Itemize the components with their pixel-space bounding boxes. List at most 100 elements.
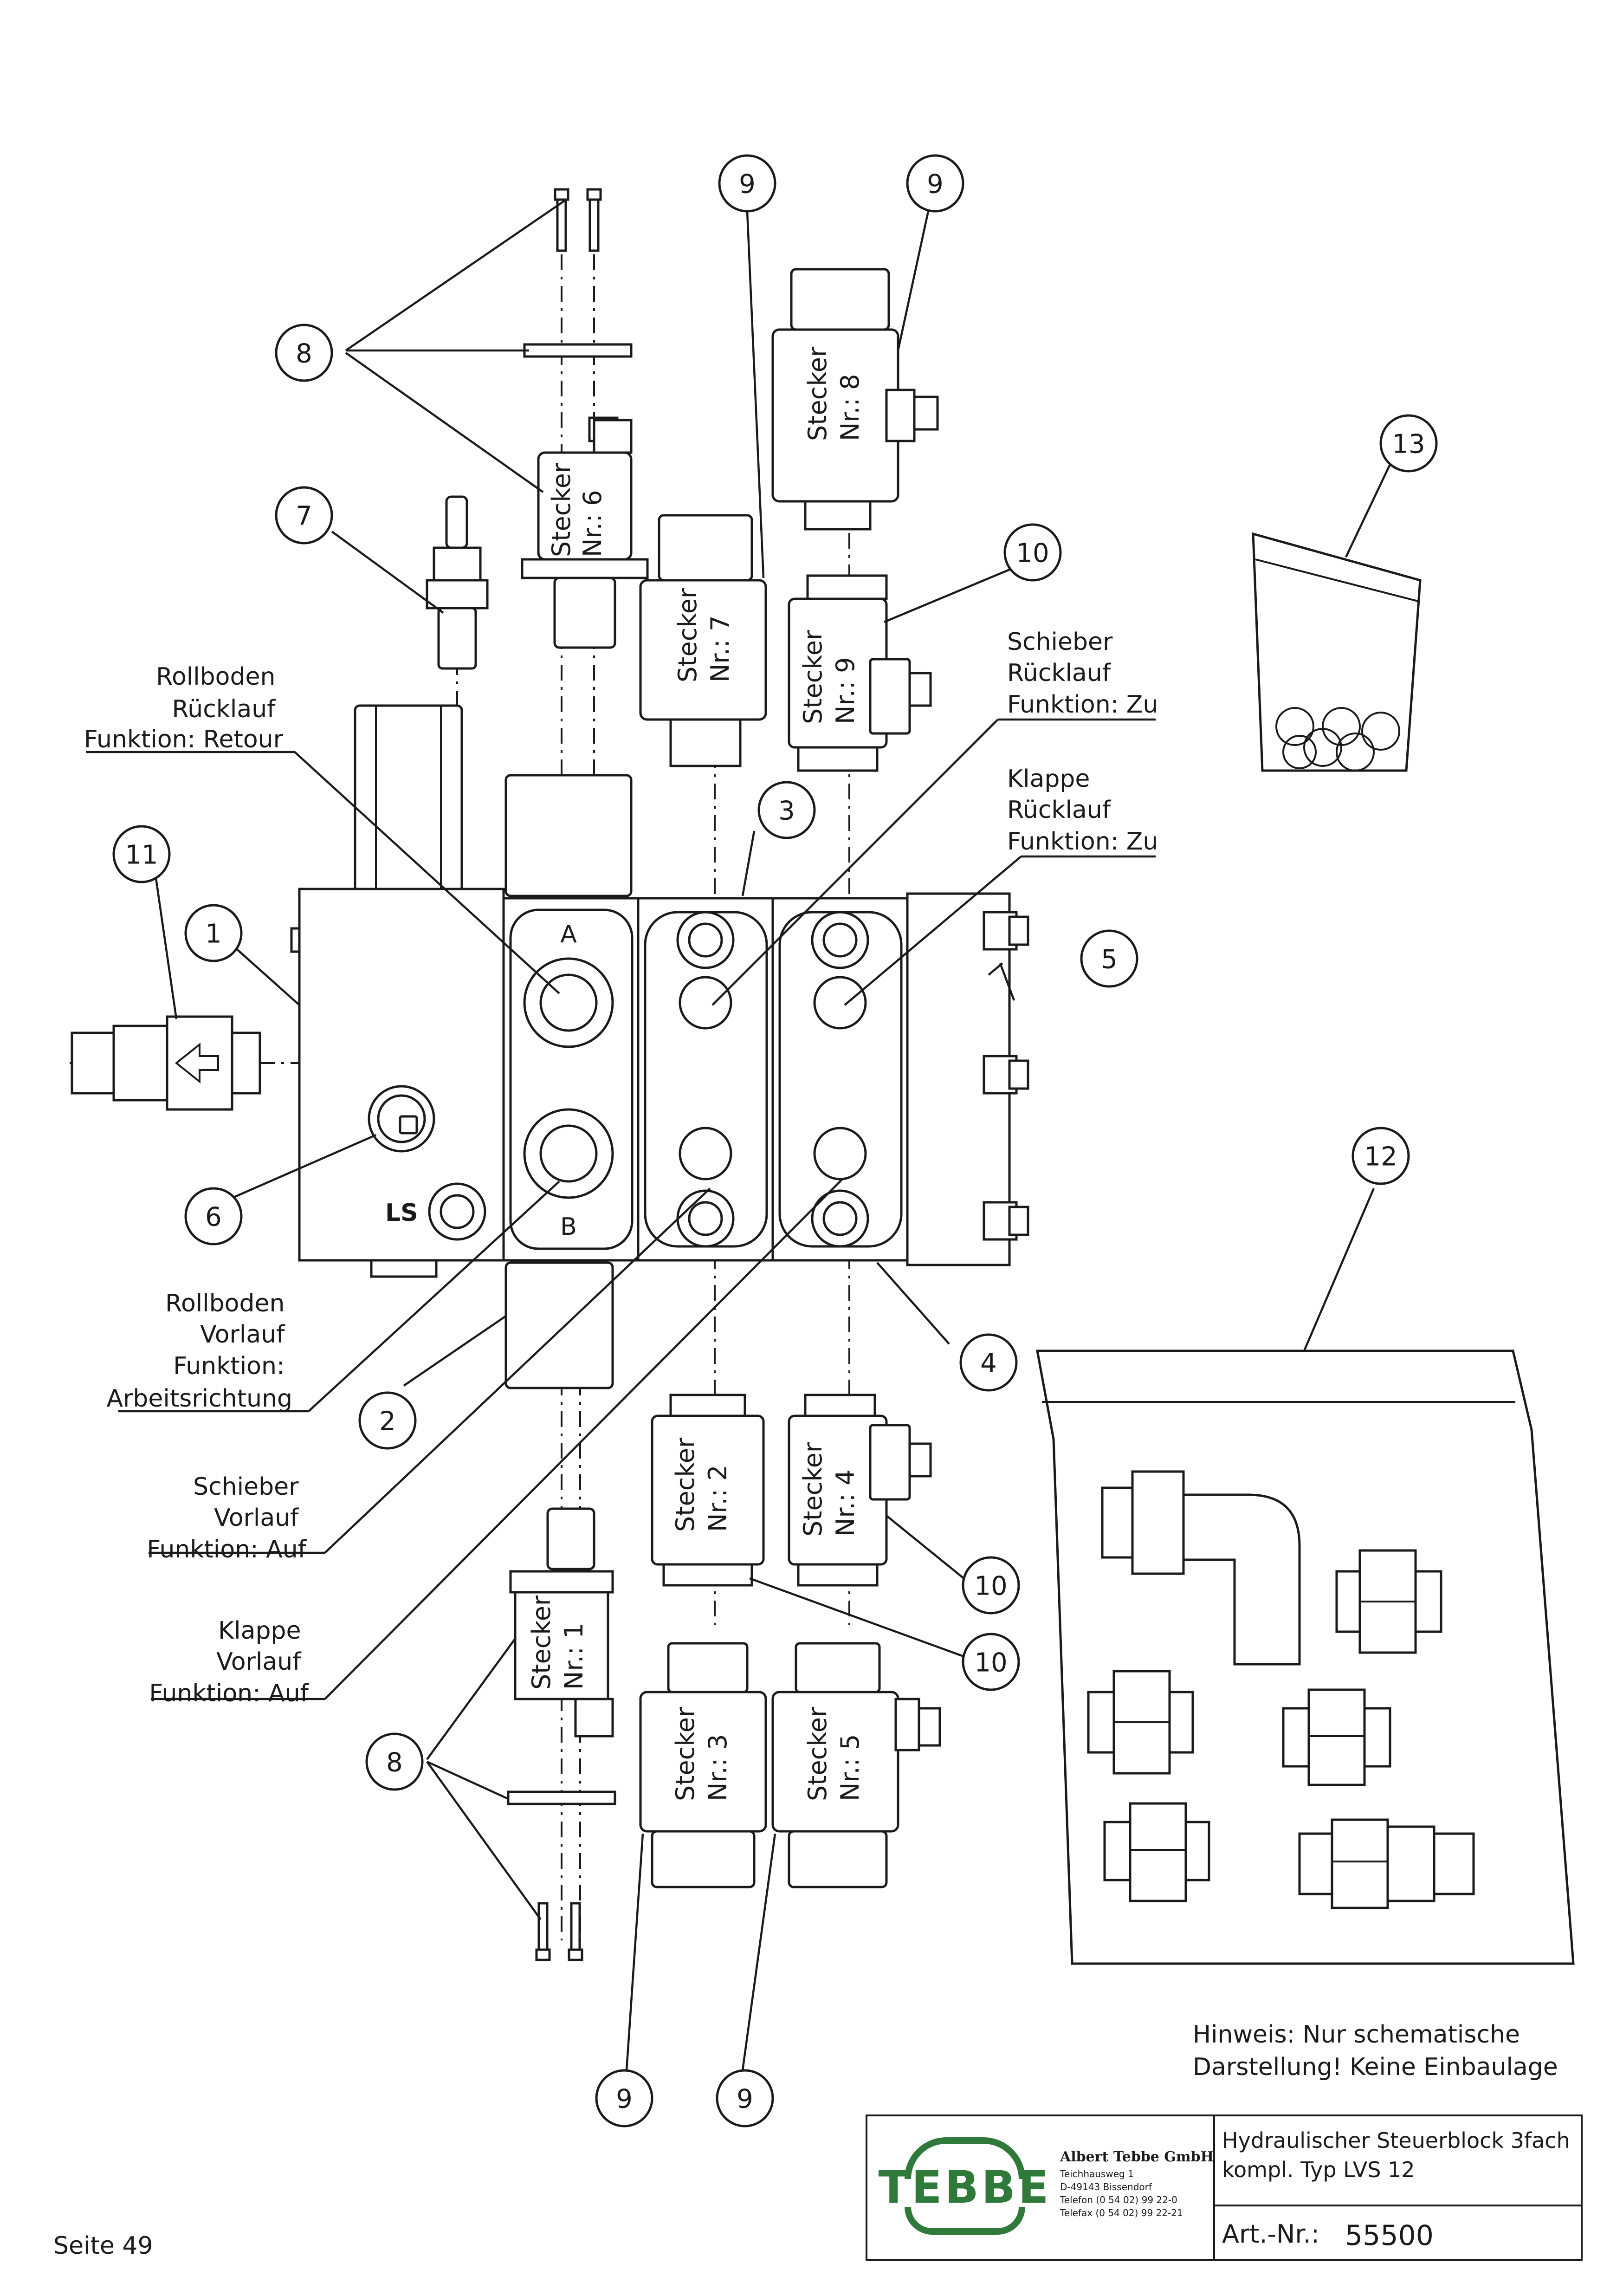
- svg-text:10: 10: [974, 1648, 1007, 1678]
- callout-bubbles: 1 2 3 4 5 6 7 8 8 9 9 9 9 10 10 10 11 12…: [112, 154, 1438, 2127]
- stecker-1-nr: Nr.: 1: [559, 1622, 588, 1690]
- company-cell: TEBBE Albert Tebbe GmbH Teichhausweg 1 D…: [867, 2116, 1215, 2259]
- callout-10-b: 10: [962, 1556, 1020, 1615]
- logo-arc-bottom: [905, 2207, 1025, 2235]
- stecker-7-word: Stecker: [673, 588, 702, 682]
- stecker-5-word: Stecker: [803, 1706, 832, 1801]
- top-screws: [523, 188, 633, 358]
- callout-8-bottom: 8: [365, 1732, 424, 1791]
- relief-cartridge: [354, 704, 463, 893]
- callout-9-d: 9: [716, 2069, 774, 2127]
- svg-text:11: 11: [125, 840, 158, 870]
- svg-text:2: 2: [379, 1407, 396, 1437]
- stecker-8-nr: Nr.: 8: [835, 374, 865, 441]
- callout-3: 3: [757, 781, 816, 839]
- svg-text:8: 8: [386, 1748, 403, 1778]
- article-cell: Art.-Nr.: 55500: [1215, 2206, 1581, 2259]
- callout-10-c: 10: [962, 1633, 1020, 1691]
- solenoid-7: Stecker Nr.: 7: [639, 514, 767, 767]
- address-line-1: Teichhausweg 1: [1060, 2168, 1134, 2179]
- stecker-1-word: Stecker: [527, 1595, 556, 1690]
- solenoid-3: Stecker Nr.: 3: [639, 1642, 767, 1888]
- check-valve-7: [426, 495, 489, 670]
- solenoid-1: Stecker Nr.: 1: [509, 1507, 614, 1738]
- title-block: TEBBE Albert Tebbe GmbH Teichhausweg 1 D…: [866, 2114, 1583, 2261]
- callout-9-a: 9: [718, 154, 776, 213]
- svg-text:9: 9: [737, 2084, 753, 2114]
- stecker-9-nr: Nr.: 9: [831, 657, 860, 724]
- callout-2: 2: [358, 1391, 417, 1450]
- svg-text:9: 9: [616, 2084, 633, 2114]
- callout-11: 11: [112, 825, 171, 883]
- label-klappe-vorlauf: Klappe Vorlauf Funktion: Auf: [149, 1617, 309, 1707]
- label-schieber-ruecklauf: Schieber Rücklauf Funktion: Zu: [1007, 628, 1158, 719]
- callout-8-top: 8: [275, 324, 333, 382]
- solenoid-2: Stecker Nr.: 2: [651, 1394, 765, 1587]
- callout-13: 13: [1379, 414, 1438, 473]
- ls-mark: LS: [385, 1199, 418, 1227]
- svg-text:9: 9: [739, 169, 756, 200]
- svg-text:1: 1: [205, 919, 222, 949]
- stecker-9-word: Stecker: [798, 629, 828, 724]
- label-schieber-vorlauf: Schieber Vorlauf Funktion: Auf: [147, 1473, 307, 1563]
- stecker-5-nr: Nr.: 5: [835, 1734, 865, 1801]
- schematic-note: Hinweis: Nur schematische Darstellung! K…: [1193, 2021, 1558, 2081]
- stecker-4-nr: Nr.: 4: [831, 1469, 860, 1537]
- article-number: 55500: [1345, 2219, 1434, 2252]
- svg-text:13: 13: [1392, 429, 1425, 460]
- svg-text:7: 7: [296, 501, 312, 532]
- label-rollboden-vorlauf: Rollboden Vorlauf Funktion: Arbeitsricht…: [106, 1290, 292, 1413]
- callout-4: 4: [959, 1333, 1018, 1392]
- solenoid-9: Stecker Nr.: 9: [788, 574, 932, 772]
- leader-lines: [86, 199, 1394, 2071]
- svg-text:10: 10: [1016, 538, 1049, 569]
- bottom-washer: [507, 1790, 616, 1805]
- article-label: Art.-Nr.:: [1222, 2219, 1319, 2249]
- svg-text:10: 10: [974, 1571, 1007, 1602]
- callout-9-b: 9: [906, 154, 964, 213]
- callout-9-c: 9: [595, 2069, 653, 2127]
- svg-text:4: 4: [980, 1349, 997, 1379]
- fitting-11: [71, 1015, 261, 1111]
- phone-line: Telefon (0 54 02) 99 22-0: [1060, 2194, 1177, 2205]
- tebbe-logo: TEBBE: [877, 2137, 1053, 2235]
- port-b-mark: B: [560, 1213, 577, 1241]
- callout-12: 12: [1351, 1127, 1410, 1185]
- stecker-2-word: Stecker: [671, 1437, 700, 1532]
- solenoid-8: Stecker Nr.: 8: [771, 268, 939, 531]
- seal-bag-13: [1252, 532, 1422, 772]
- logo-text: TEBBE: [878, 2161, 1052, 2213]
- svg-text:12: 12: [1364, 1142, 1397, 1172]
- callout-5: 5: [1080, 929, 1138, 988]
- title-line-1: Hydraulischer Steuerblock 3fach: [1222, 2128, 1570, 2153]
- address-line-2: D-49143 Bissendorf: [1060, 2181, 1152, 2192]
- title-line-2: kompl. Typ LVS 12: [1222, 2157, 1415, 2182]
- solenoid-6: Stecker Nr.: 6: [521, 416, 649, 649]
- bottom-screws: [507, 1790, 616, 1961]
- stecker-8-word: Stecker: [803, 346, 832, 441]
- fax-line: Telefax (0 54 02) 99 22-21: [1060, 2207, 1183, 2218]
- svg-text:9: 9: [927, 169, 944, 200]
- svg-text:8: 8: [296, 339, 312, 369]
- label-klappe-ruecklauf: Klappe Rücklauf Funktion: Zu: [1007, 765, 1158, 856]
- callout-7: 7: [275, 486, 333, 545]
- fittings-bag-12: [1035, 1349, 1575, 1965]
- company-name: Albert Tebbe GmbH: [1060, 2149, 1214, 2165]
- callout-6: 6: [184, 1187, 243, 1245]
- callout-1: 1: [184, 904, 243, 962]
- stecker-2-nr: Nr.: 2: [703, 1465, 732, 1532]
- stecker-6-nr: Nr.: 6: [578, 490, 607, 557]
- label-rollboden-ruecklauf: Rollboden Rücklauf Funktion: Retour: [84, 663, 284, 753]
- description-cell: Hydraulischer Steuerblock 3fach kompl. T…: [1215, 2116, 1581, 2206]
- stecker-7-nr: Nr.: 7: [705, 615, 735, 682]
- page-number: Seite 49: [53, 2232, 153, 2260]
- valve-block: A B LS: [290, 704, 1029, 1389]
- stecker-3-nr: Nr.: 3: [703, 1734, 732, 1801]
- svg-text:6: 6: [205, 1202, 222, 1232]
- stecker-4-word: Stecker: [798, 1442, 828, 1537]
- function-labels: Rollboden Rücklauf Funktion: Retour Roll…: [84, 628, 1158, 1707]
- solenoid-4: Stecker Nr.: 4: [788, 1394, 932, 1587]
- solenoid-5: Stecker Nr.: 5: [771, 1642, 941, 1888]
- svg-text:5: 5: [1101, 945, 1118, 975]
